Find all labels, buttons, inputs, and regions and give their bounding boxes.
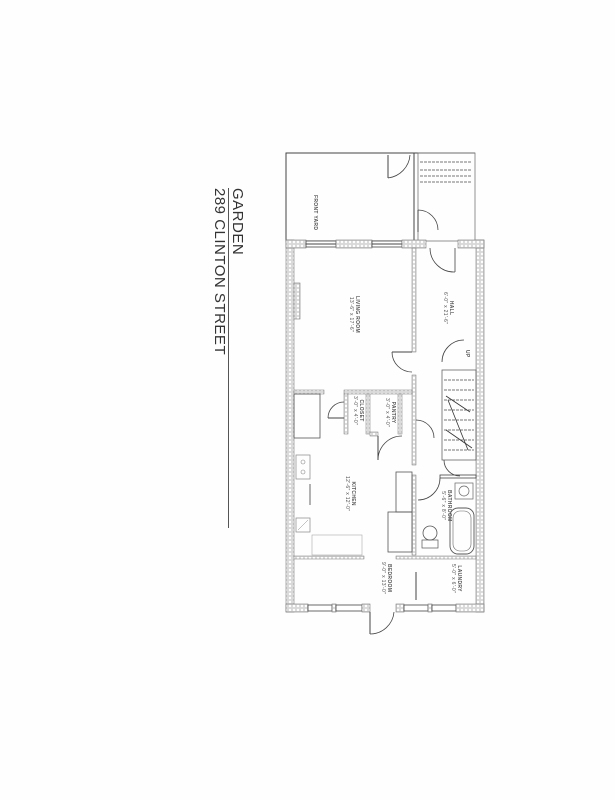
front-yard xyxy=(285,152,476,242)
room-label-laundry: LAUNDRY 5'-0" x 6'-0" xyxy=(450,564,462,594)
room-label-living-room: LIVING ROOM 13'-6" x 17'-6" xyxy=(348,296,360,333)
room-label-pantry: PANTRY 3'-0" x 4'-0" xyxy=(384,398,396,428)
stair-up-label: UP xyxy=(464,350,470,358)
room-label-hall: HALL 6'-0" x 21'-6" xyxy=(442,292,454,325)
room-label-bathroom: BATHROOM 5'-6" x 8'-0" xyxy=(440,490,452,522)
interior-walls xyxy=(293,247,477,600)
room-label-kitchen: KITCHEN 12'-6" x 12'-0" xyxy=(344,476,356,512)
exterior-walls xyxy=(285,239,485,635)
room-label-bedroom: BEDROOM 9'-0" x 13'-0" xyxy=(380,562,392,595)
bathroom-fixtures xyxy=(421,482,475,555)
kitchen-fixtures xyxy=(295,454,363,556)
title-rule xyxy=(228,188,229,528)
interior-stair xyxy=(441,339,477,477)
room-label-front-yard: FRONT YARD xyxy=(312,195,318,231)
room-label-closet: CLOSET 3'-0" x 4'-0" xyxy=(352,396,364,426)
